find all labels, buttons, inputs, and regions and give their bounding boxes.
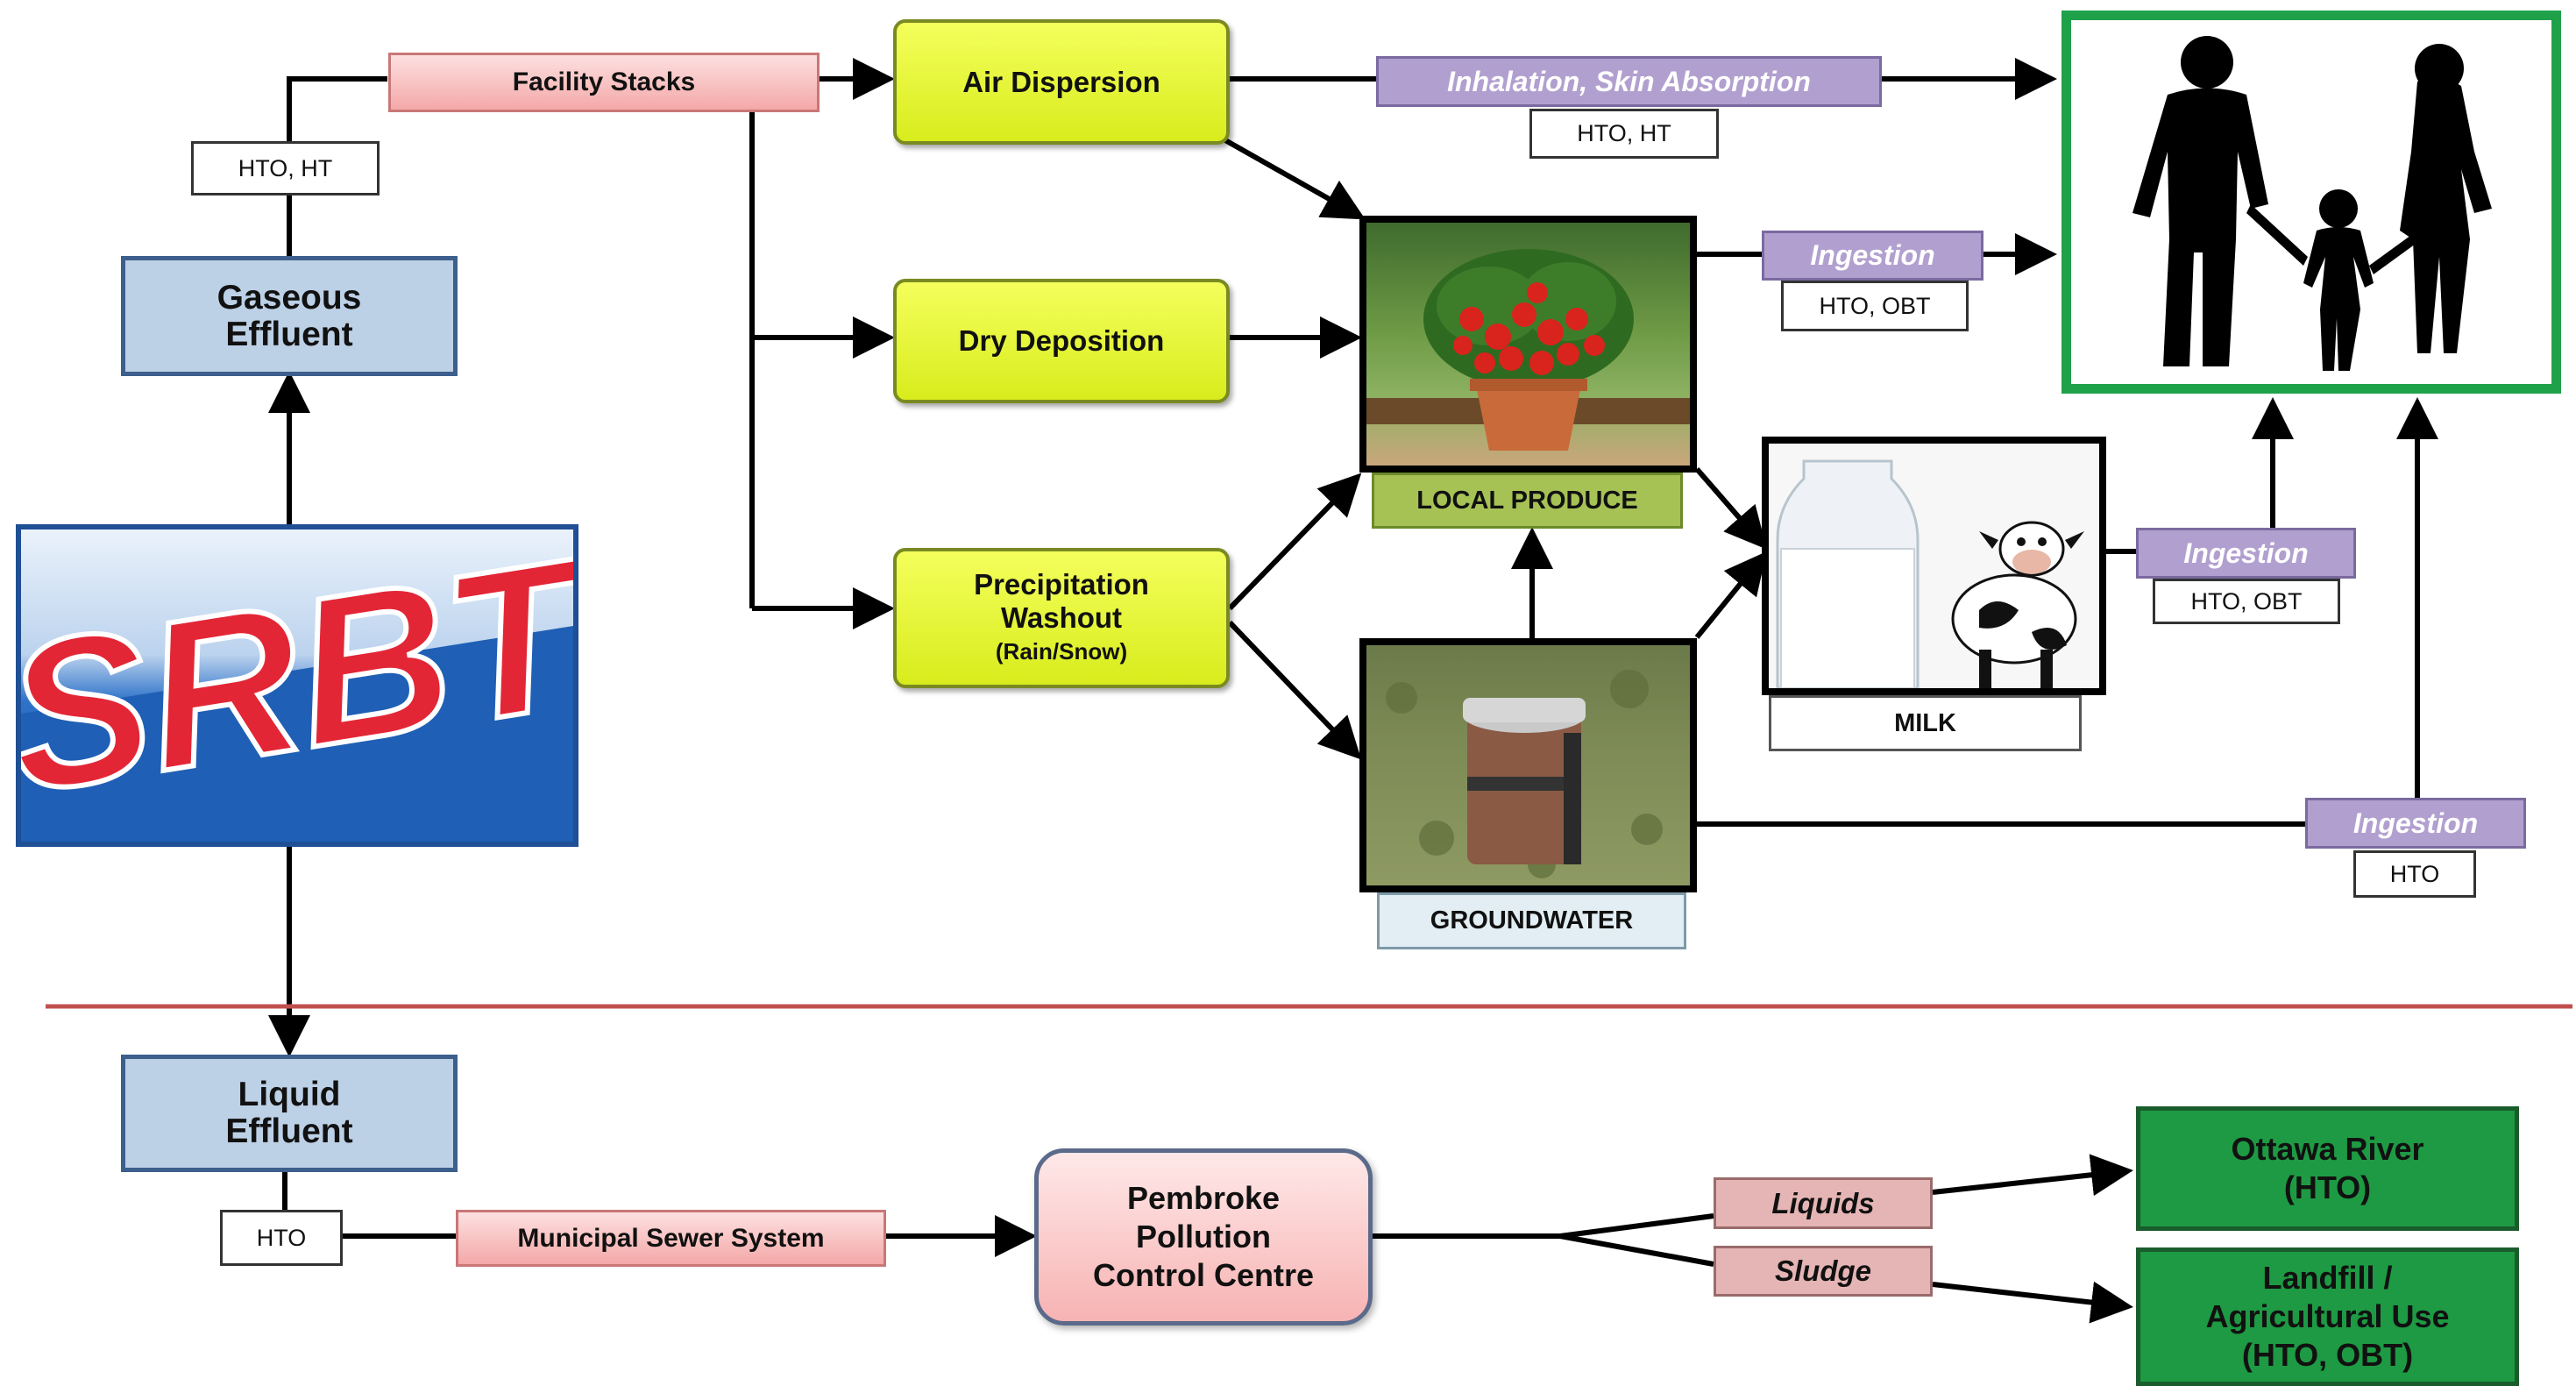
srbt-logo: SRBT bbox=[16, 524, 578, 847]
ottawa-river-label: Ottawa River (HTO) bbox=[2231, 1131, 2424, 1205]
groundwater-label: GROUNDWATER bbox=[1430, 906, 1634, 935]
pembroke-label: Pembroke Pollution Control Centre bbox=[1093, 1180, 1314, 1293]
ingestion-groundwater-box: Ingestion bbox=[2305, 798, 2526, 849]
family-silhouette-icon bbox=[2132, 36, 2492, 371]
dry-deposition-label: Dry Deposition bbox=[958, 324, 1165, 357]
inhalation-label: Inhalation, Skin Absorption bbox=[1447, 65, 1811, 97]
local-produce-label-box: LOCAL PRODUCE bbox=[1372, 473, 1683, 529]
facility-stacks-box: Facility Stacks bbox=[388, 53, 820, 112]
landfill-box: Landfill / Agricultural Use (HTO, OBT) bbox=[2136, 1247, 2519, 1386]
gaseous-effluent-box: Gaseous Effluent bbox=[121, 256, 458, 376]
gaseous-chem-text: HTO, HT bbox=[238, 154, 333, 181]
groundwater-photo bbox=[1359, 638, 1697, 892]
inhalation-chem-text: HTO, HT bbox=[1577, 120, 1671, 146]
local-produce-label: LOCAL PRODUCE bbox=[1416, 486, 1638, 515]
pembroke-pollution-control-box: Pembroke Pollution Control Centre bbox=[1034, 1148, 1373, 1326]
precipitation-washout-label: Precipitation Washout bbox=[974, 568, 1149, 634]
milk-label-box: MILK bbox=[1769, 695, 2082, 751]
gaseous-chem-label: HTO, HT bbox=[191, 141, 380, 195]
groundwater-label-box: GROUNDWATER bbox=[1377, 892, 1686, 949]
liquid-chem-label: HTO bbox=[220, 1210, 343, 1266]
liquids-box: Liquids bbox=[1714, 1177, 1933, 1229]
air-dispersion-label: Air Dispersion bbox=[962, 65, 1160, 98]
liquid-chem-text: HTO bbox=[256, 1224, 307, 1251]
ottawa-river-box: Ottawa River (HTO) bbox=[2136, 1106, 2519, 1231]
ingestion-milk-label: Ingestion bbox=[2183, 537, 2309, 569]
municipal-sewer-box: Municipal Sewer System bbox=[456, 1210, 886, 1267]
ingestion-produce-chem-label: HTO, OBT bbox=[1781, 281, 1969, 331]
sludge-box: Sludge bbox=[1714, 1246, 1933, 1297]
inhalation-box: Inhalation, Skin Absorption bbox=[1376, 56, 1882, 107]
ingestion-groundwater-chem-text: HTO bbox=[2389, 860, 2440, 887]
air-dispersion-box: Air Dispersion bbox=[893, 19, 1230, 145]
facility-stacks-label: Facility Stacks bbox=[512, 68, 696, 96]
gaseous-effluent-label: Gaseous Effluent bbox=[216, 278, 362, 353]
ingestion-milk-chem-text: HTO, OBT bbox=[2190, 587, 2303, 615]
ingestion-produce-label: Ingestion bbox=[1810, 239, 1935, 271]
ingestion-milk-chem-label: HTO, OBT bbox=[2153, 579, 2340, 624]
ingestion-groundwater-chem-label: HTO bbox=[2353, 850, 2476, 898]
ingestion-produce-box: Ingestion bbox=[1762, 231, 1983, 281]
milk-photo bbox=[1762, 437, 2106, 695]
liquid-effluent-box: Liquid Effluent bbox=[121, 1055, 458, 1172]
family-exposure-box bbox=[2062, 11, 2561, 394]
landfill-label: Landfill / Agricultural Use (HTO, OBT) bbox=[2205, 1260, 2450, 1373]
ingestion-milk-box: Ingestion bbox=[2136, 528, 2356, 579]
inhalation-chem-label: HTO, HT bbox=[1529, 109, 1719, 159]
liquids-label: Liquids bbox=[1771, 1186, 1875, 1219]
milk-label: MILK bbox=[1894, 708, 1956, 737]
ingestion-produce-chem-text: HTO, OBT bbox=[1819, 292, 1931, 319]
precipitation-washout-box: Precipitation Washout (Rain/Snow) bbox=[893, 548, 1230, 688]
precipitation-sub-label: (Rain/Snow) bbox=[995, 638, 1128, 665]
local-produce-photo bbox=[1359, 216, 1697, 473]
liquid-effluent-label: Liquid Effluent bbox=[225, 1076, 353, 1150]
municipal-sewer-label: Municipal Sewer System bbox=[517, 1223, 825, 1253]
sludge-label: Sludge bbox=[1774, 1255, 1871, 1287]
dry-deposition-box: Dry Deposition bbox=[893, 279, 1230, 403]
ingestion-groundwater-label: Ingestion bbox=[2352, 807, 2479, 839]
